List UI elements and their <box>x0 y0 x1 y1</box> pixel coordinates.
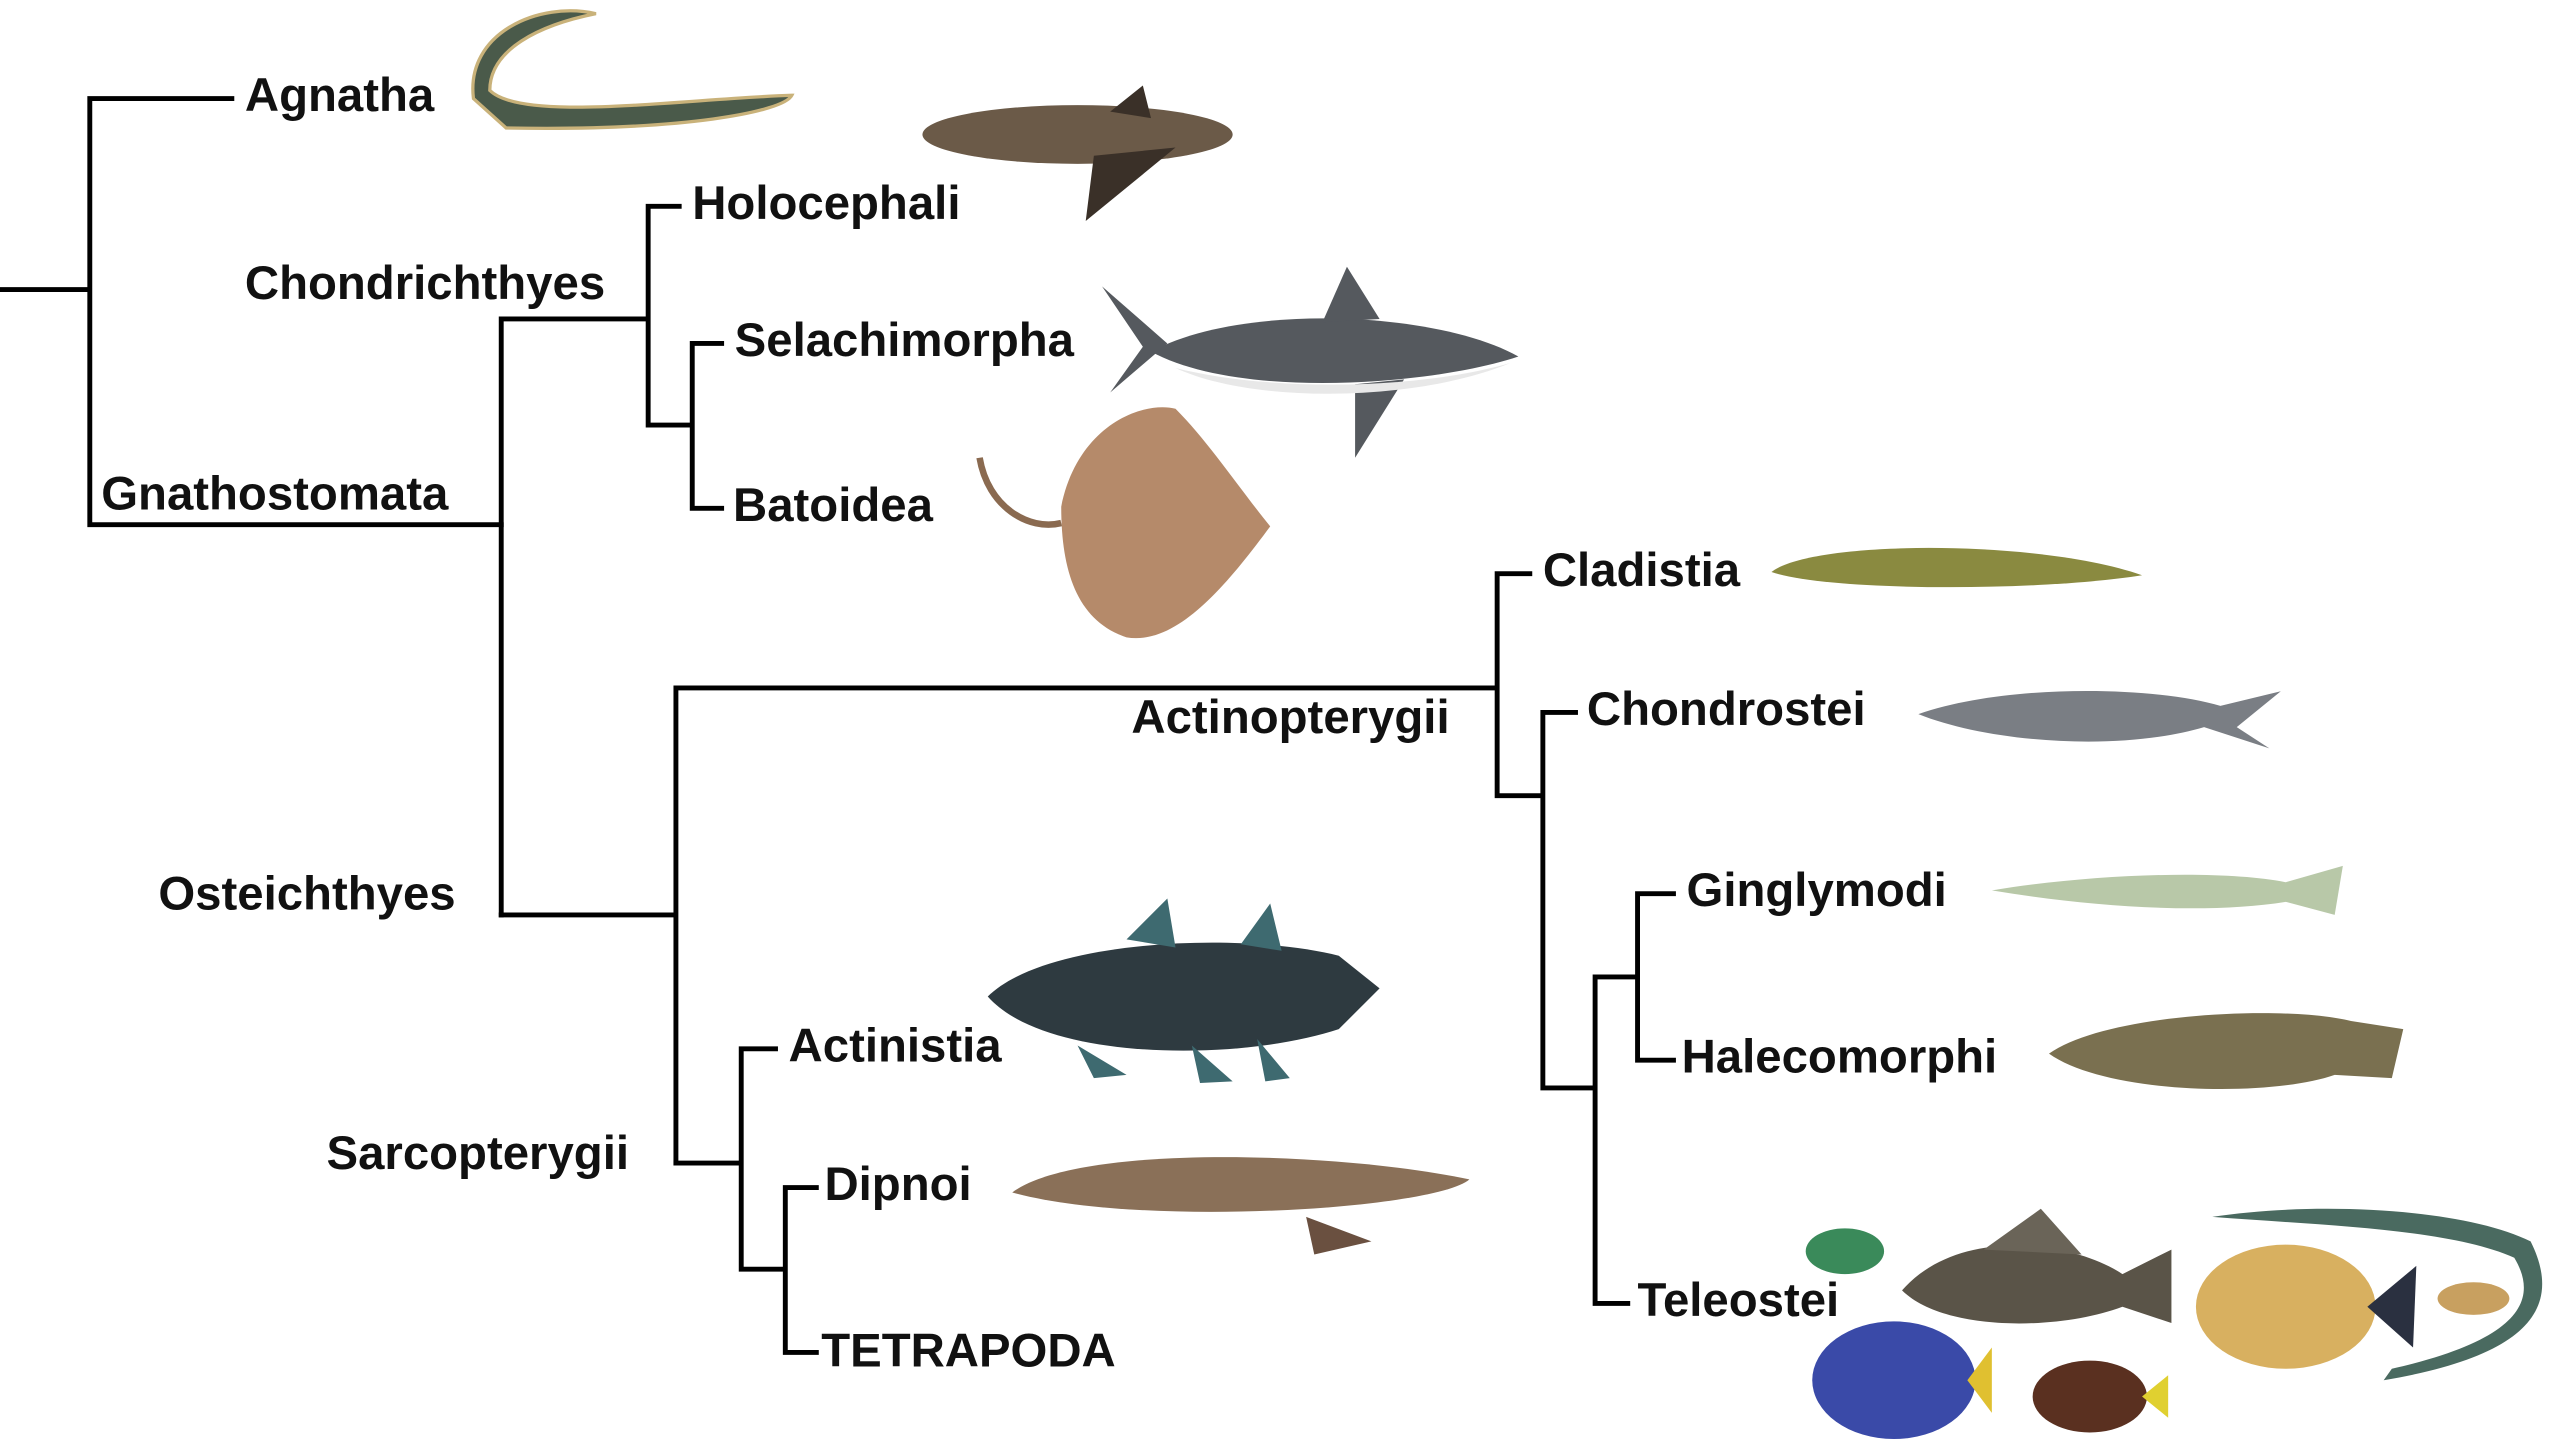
label-tetrapoda: TETRAPODA <box>821 1325 1115 1378</box>
tree-branches <box>0 96 1676 1355</box>
label-sarcopterygii: Sarcopterygii <box>327 1127 629 1180</box>
label-actinopterygii: Actinopterygii <box>1131 691 1449 744</box>
bichir-image <box>1771 547 2143 588</box>
damselfish-image <box>2032 1360 2147 1433</box>
label-teleostei: Teleostei <box>1638 1274 1840 1327</box>
gar-image <box>1991 865 2343 915</box>
bowfin-image <box>2048 1013 2404 1090</box>
label-gnathostomata: Gnathostomata <box>101 467 449 520</box>
pleco-image <box>1902 1245 2172 1324</box>
taxon-labels: Agnatha Gnathostomata Chondrichthyes Hol… <box>101 69 1997 1378</box>
teleost-fish-image <box>2195 1244 2376 1369</box>
ray-image <box>976 407 1271 639</box>
label-actinistia: Actinistia <box>789 1019 1003 1072</box>
lamprey-image <box>471 9 795 130</box>
label-batoidea: Batoidea <box>733 479 934 532</box>
fish-illustrations <box>471 9 2543 1439</box>
blue-tang-image <box>1812 1321 1976 1439</box>
label-ginglymodi: Ginglymodi <box>1687 864 1947 917</box>
teleost-images <box>1805 1208 2543 1439</box>
coelacanth-image <box>987 898 1380 1084</box>
label-chondrostei: Chondrostei <box>1587 683 1866 736</box>
label-osteichthyes: Osteichthyes <box>158 867 455 920</box>
lungfish-image <box>1012 1157 1470 1255</box>
sturgeon-image <box>1918 690 2281 749</box>
label-agnatha: Agnatha <box>245 69 435 122</box>
chimaera-image <box>922 85 1233 222</box>
label-holocephali: Holocephali <box>692 177 960 230</box>
small-fish-image <box>2437 1282 2510 1315</box>
label-dipnoi: Dipnoi <box>824 1158 971 1211</box>
label-cladistia: Cladistia <box>1543 544 1741 597</box>
corydoras-image <box>1805 1228 1885 1275</box>
label-selachimorpha: Selachimorpha <box>735 314 1075 367</box>
label-chondrichthyes: Chondrichthyes <box>245 257 605 310</box>
label-halecomorphi: Halecomorphi <box>1682 1031 1998 1084</box>
